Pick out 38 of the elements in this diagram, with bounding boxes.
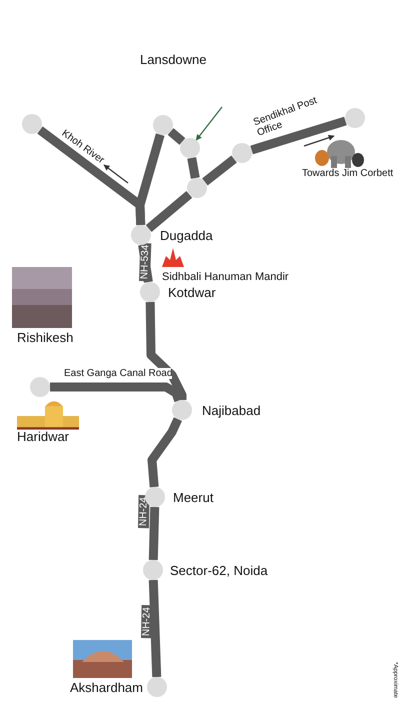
location-marker bbox=[22, 114, 42, 134]
location-marker bbox=[232, 143, 252, 163]
place-label: Kotdwar bbox=[168, 285, 216, 300]
place-label: Lansdowne bbox=[140, 52, 206, 67]
location-marker bbox=[145, 487, 165, 507]
location-marker bbox=[172, 400, 192, 420]
location-marker bbox=[345, 108, 365, 128]
road bbox=[146, 302, 186, 400]
location-marker bbox=[147, 677, 167, 697]
road bbox=[148, 417, 182, 488]
road-label: NH-534 bbox=[139, 242, 152, 282]
road bbox=[250, 116, 347, 154]
road bbox=[202, 156, 237, 186]
place-label: Akshardham bbox=[70, 680, 143, 695]
road-label: East Ganga Canal Road bbox=[64, 368, 172, 379]
place-label: Dugadda bbox=[160, 228, 213, 243]
place-label: Najibabad bbox=[202, 403, 261, 418]
location-marker bbox=[131, 225, 151, 245]
road bbox=[148, 580, 162, 678]
location-marker bbox=[180, 138, 200, 158]
road bbox=[187, 157, 200, 179]
road bbox=[148, 506, 160, 560]
place-label: Haridwar bbox=[17, 429, 70, 444]
place-label: Rishikesh bbox=[17, 332, 74, 343]
place-label: Towards Jim Corbett bbox=[302, 168, 394, 179]
location-marker bbox=[187, 178, 207, 198]
location-marker bbox=[143, 560, 163, 580]
place-label: Sector-62, Noida bbox=[170, 563, 268, 578]
road bbox=[136, 133, 165, 226]
location-marker bbox=[140, 282, 160, 302]
location-marker bbox=[153, 115, 173, 135]
road bbox=[146, 190, 192, 232]
road-label: NH-24 bbox=[141, 605, 153, 638]
place-label: Sidhbali Hanuman Mandir bbox=[162, 272, 289, 283]
road bbox=[168, 128, 186, 145]
location-marker bbox=[30, 377, 50, 397]
place-label: Meerut bbox=[173, 490, 214, 505]
pointer-arrow bbox=[196, 106, 222, 141]
